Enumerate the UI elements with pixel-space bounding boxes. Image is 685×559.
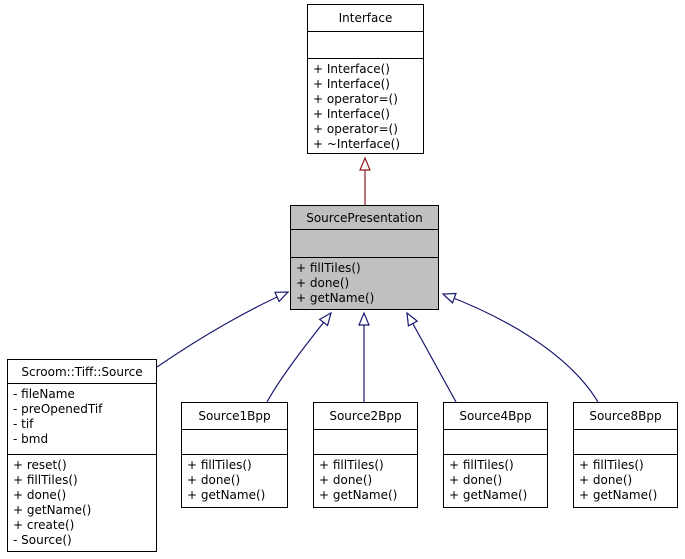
method-label: + done() <box>449 473 503 487</box>
class-title: Interface <box>338 11 393 25</box>
method-label: + fillTiles() <box>296 261 361 275</box>
method-label: + getName() <box>187 488 266 502</box>
class-methods: + fillTiles()+ done()+ getName() <box>444 454 547 507</box>
class-methods: + fillTiles()+ done()+ getName() <box>291 257 438 309</box>
method-label: + done() <box>579 473 633 487</box>
method-label: + Interface() <box>313 62 390 76</box>
inheritance-arrow-scroomtiffsource-to-sourcepresentation <box>156 291 290 368</box>
method-label: + getName() <box>449 488 528 502</box>
method-label: + done() <box>13 488 67 502</box>
class-title: Source4Bpp <box>459 409 532 423</box>
class-title: Source2Bpp <box>329 409 402 423</box>
method-label: + fillTiles() <box>319 458 384 472</box>
class-methods: + fillTiles()+ done()+ getName() <box>574 454 677 507</box>
attribute-label: - tif <box>13 417 34 431</box>
class-methods: + reset()+ fillTiles()+ done()+ getName(… <box>8 454 156 551</box>
class-attributes <box>444 429 547 454</box>
method-label: + Interface() <box>313 107 390 121</box>
class-box-source-presentation[interactable]: SourcePresentation + fillTiles()+ done()… <box>290 205 439 310</box>
method-label: + reset() <box>13 458 67 472</box>
class-attributes <box>574 429 677 454</box>
class-title: Scroom::Tiff::Source <box>21 364 143 379</box>
method-label: + fillTiles() <box>13 473 78 487</box>
method-label: + operator=() <box>313 92 398 106</box>
class-box-scroom-tiff-source[interactable]: Scroom::Tiff::Source - fileName- preOpen… <box>7 359 157 552</box>
method-label: + getName() <box>13 503 92 517</box>
class-attributes <box>291 229 438 257</box>
method-label: + create() <box>13 518 75 532</box>
class-methods: + fillTiles()+ done()+ getName() <box>314 454 417 507</box>
method-label: + done() <box>187 473 241 487</box>
class-attributes <box>182 429 287 454</box>
method-label: - Source() <box>13 533 72 547</box>
method-label: + ~Interface() <box>313 137 401 151</box>
attribute-label: - fileName <box>13 387 75 401</box>
attribute-label: - bmd <box>13 432 49 446</box>
method-label: + getName() <box>296 291 375 305</box>
method-label: + done() <box>319 473 373 487</box>
attribute-label: - preOpenedTif <box>13 402 103 416</box>
inheritance-arrow-source4bpp-to-sourcepresentation <box>406 311 457 403</box>
method-label: + operator=() <box>313 122 398 136</box>
class-title: SourcePresentation <box>306 210 423 225</box>
class-methods: + Interface()+ Interface()+ operator=()+… <box>308 58 423 153</box>
method-label: + done() <box>296 276 350 290</box>
method-label: + fillTiles() <box>579 458 644 472</box>
method-label: + getName() <box>579 488 658 502</box>
class-box-source1bpp[interactable]: Source1Bpp + fillTiles()+ done()+ getNam… <box>181 402 288 508</box>
class-box-source8bpp[interactable]: Source8Bpp + fillTiles()+ done()+ getNam… <box>573 402 678 508</box>
inheritance-arrow-source8bpp-to-sourcepresentation <box>441 292 599 403</box>
class-title: Source1Bpp <box>198 409 271 423</box>
class-box-source4bpp[interactable]: Source4Bpp + fillTiles()+ done()+ getNam… <box>443 402 548 508</box>
class-box-source2bpp[interactable]: Source2Bpp + fillTiles()+ done()+ getNam… <box>313 402 418 508</box>
inheritance-arrow-source1bpp-to-sourcepresentation <box>266 311 332 403</box>
method-label: + fillTiles() <box>187 458 252 472</box>
method-label: + Interface() <box>313 77 390 91</box>
class-attributes <box>308 31 423 58</box>
class-attributes <box>314 429 417 454</box>
class-methods: + fillTiles()+ done()+ getName() <box>182 454 287 507</box>
method-label: + getName() <box>319 488 398 502</box>
class-attributes: - fileName- preOpenedTif- tif- bmd <box>8 383 156 454</box>
class-title: Source8Bpp <box>589 409 662 423</box>
method-label: + fillTiles() <box>449 458 514 472</box>
class-box-interface[interactable]: Interface + Interface()+ Interface()+ op… <box>307 4 424 154</box>
